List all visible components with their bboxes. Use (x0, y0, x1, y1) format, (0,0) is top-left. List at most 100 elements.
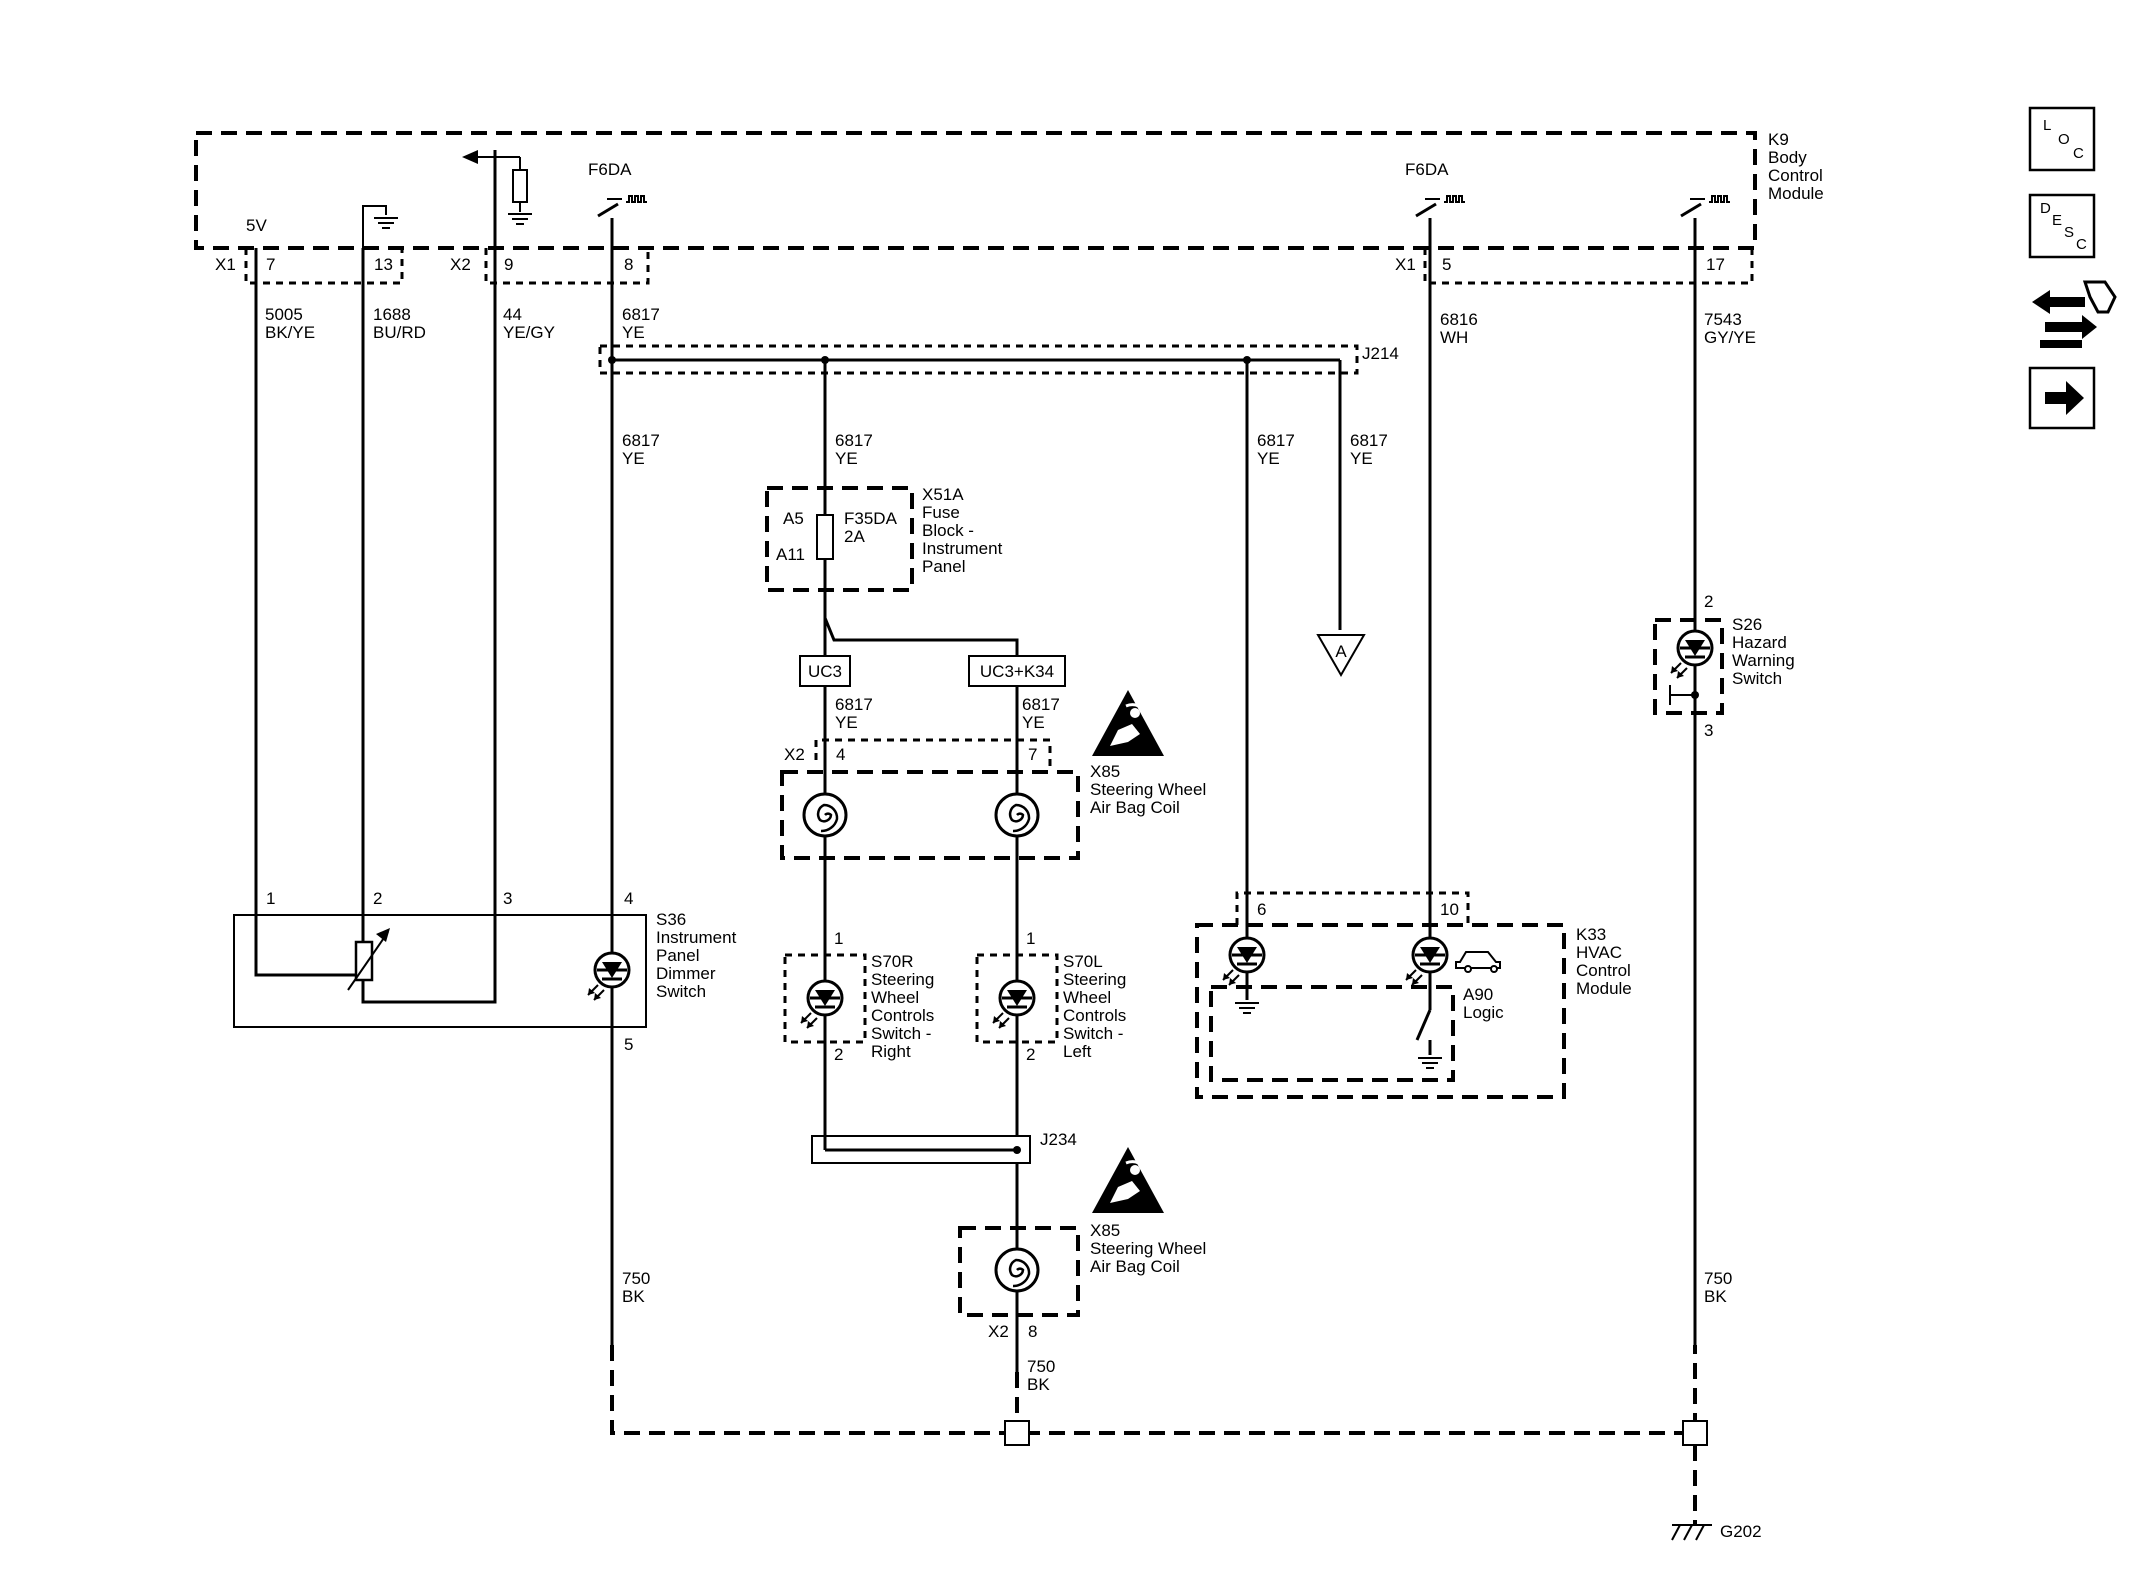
k33-ground-icon (1234, 1002, 1260, 1014)
chassis-ground-icon (1671, 1524, 1712, 1541)
svg-text:5005: 5005 (265, 305, 303, 324)
ground-return-bus (610, 1345, 1697, 1435)
svg-text:1688: 1688 (373, 305, 411, 324)
airbag-warning-icon (1090, 688, 1166, 758)
k9-output-f6da-right: F6DA (1405, 160, 1467, 230)
k33-label: K33 HVAC Control Module (1576, 925, 1632, 998)
svg-text:YE: YE (835, 713, 858, 732)
s36-rheostat-icon (347, 928, 390, 991)
option-uc3-k34 (968, 655, 1066, 687)
s26-switch-icon (1669, 685, 1699, 705)
svg-text:Controls: Controls (1063, 1006, 1126, 1025)
svg-text:Fuse: Fuse (922, 503, 960, 522)
s36-pin-1: 1 (266, 889, 275, 908)
svg-text:750: 750 (1027, 1357, 1055, 1376)
k9-output-f6da-left: F6DA (588, 160, 649, 230)
svg-text:BU/RD: BU/RD (373, 323, 426, 342)
svg-text:Controls: Controls (871, 1006, 934, 1025)
svg-text:Steering: Steering (1063, 970, 1126, 989)
desc-button[interactable]: D E S C (2028, 193, 2096, 259)
svg-text:6816: 6816 (1440, 310, 1478, 329)
k33-lamp-icon-a (1221, 936, 1266, 987)
a90-logic-outline (1209, 985, 1455, 1082)
k9-output-17 (1679, 194, 1732, 230)
svg-text:S70L: S70L (1063, 952, 1103, 971)
s70r-outline (783, 953, 867, 1044)
k9-ground-13 (362, 205, 399, 248)
svg-text:Switch -: Switch - (871, 1024, 931, 1043)
k9-x2-connector (484, 248, 650, 285)
svg-text:Warning: Warning (1732, 651, 1795, 670)
svg-text:F6DA: F6DA (588, 160, 632, 179)
s70l-label: S70L Steering Wheel Controls Switch - Le… (1063, 952, 1126, 1061)
svg-text:6817: 6817 (835, 431, 873, 450)
svg-text:6817: 6817 (1257, 431, 1295, 450)
s36-pin-3: 3 (503, 889, 512, 908)
k9-5v-label: 5V (246, 216, 267, 235)
s70l-pin-1: 1 (1026, 929, 1035, 948)
svg-text:YE: YE (835, 449, 858, 468)
svg-text:S: S (2064, 224, 2074, 241)
svg-text:6817: 6817 (1022, 695, 1060, 714)
svg-text:L: L (2043, 117, 2051, 134)
svg-text:F6DA: F6DA (1405, 160, 1449, 179)
svg-text:Logic: Logic (1463, 1003, 1504, 1022)
x51a-pin-a11: A11 (776, 545, 805, 564)
x85-x2-label: X2 (784, 745, 805, 764)
svg-text:44: 44 (503, 305, 522, 324)
svg-text:Panel: Panel (656, 946, 699, 965)
svg-text:Module: Module (1768, 184, 1824, 203)
x85-lower-label: X85 Steering Wheel Air Bag Coil (1090, 1221, 1206, 1276)
arrow-right-icon[interactable] (2028, 366, 2096, 430)
k9-x2-label: X2 (450, 255, 471, 274)
svg-text:6817: 6817 (1350, 431, 1388, 450)
svg-text:Right: Right (871, 1042, 911, 1061)
svg-text:7543: 7543 (1704, 310, 1742, 329)
svg-text:Wheel: Wheel (871, 988, 919, 1007)
svg-text:YE: YE (622, 449, 645, 468)
svg-text:Control: Control (1576, 961, 1631, 980)
svg-text:F35DA: F35DA (844, 509, 898, 528)
svg-text:C: C (2073, 145, 2084, 162)
wire-5005 (254, 248, 365, 977)
loc-button[interactable]: L O C (2028, 106, 2096, 172)
x85-x2-connector (814, 738, 1052, 772)
svg-text:E: E (2052, 212, 2062, 229)
svg-text:Switch: Switch (656, 982, 706, 1001)
j234-label: J234 (1040, 1130, 1077, 1149)
k33-lamp-icon-b (1404, 936, 1449, 987)
s36-pin-2: 2 (373, 889, 382, 908)
connector-swap-icon[interactable] (2032, 280, 2117, 348)
k9-pin-8: 8 (624, 255, 633, 274)
s36-pin-4: 4 (624, 889, 633, 908)
s36-lamp-icon (586, 951, 631, 1002)
option-split (823, 590, 1019, 656)
svg-text:Switch -: Switch - (1063, 1024, 1123, 1043)
svg-text:YE: YE (1257, 449, 1280, 468)
svg-text:Hazard: Hazard (1732, 633, 1787, 652)
svg-text:K33: K33 (1576, 925, 1606, 944)
airbag-warning-icon-lower (1090, 1145, 1166, 1215)
svg-text:Panel: Panel (922, 557, 965, 576)
svg-text:Control: Control (1768, 166, 1823, 185)
x85-pin-4: 4 (836, 745, 845, 764)
x51a-fuse-block-outline (765, 486, 914, 592)
k9-pin-5: 5 (1442, 255, 1451, 274)
k9-output-arrow (462, 150, 478, 164)
svg-text:BK: BK (1704, 1287, 1727, 1306)
svg-text:GY/YE: GY/YE (1704, 328, 1756, 347)
svg-text:K9: K9 (1768, 130, 1789, 149)
s26-label: S26 Hazard Warning Switch (1732, 615, 1795, 688)
x51a-pin-a5: A5 (783, 509, 804, 528)
x85-coil-icon-a (802, 792, 848, 838)
s70l-outline (975, 953, 1059, 1044)
s70r-label: S70R Steering Wheel Controls Switch - Ri… (871, 952, 934, 1061)
